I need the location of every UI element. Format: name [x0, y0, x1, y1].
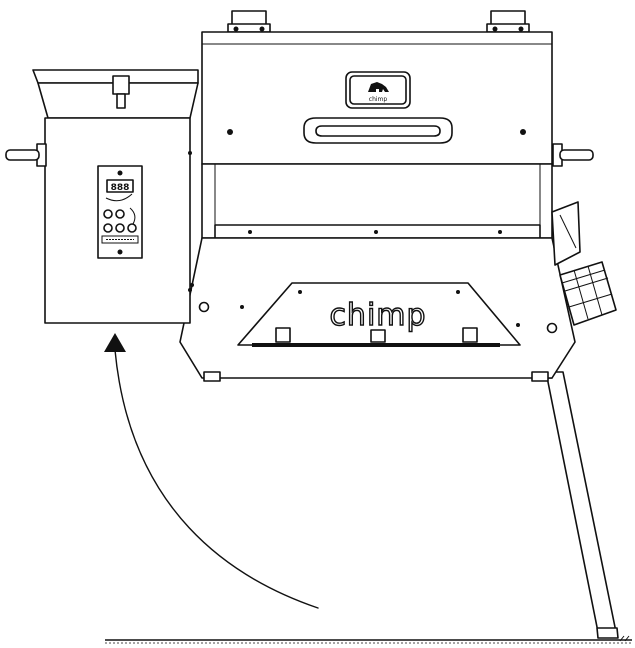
hopper-latch[interactable] [112, 75, 130, 109]
ground-line [105, 635, 632, 644]
side-shelf-bracket [551, 201, 581, 266]
controller-display: 888 [111, 183, 130, 193]
side-basket[interactable] [559, 261, 617, 326]
gorilla-logo-icon [368, 82, 389, 92]
lid-badge-text: chimp [369, 96, 388, 103]
side-handle-right[interactable] [552, 143, 594, 167]
lid-hinge-right [486, 10, 530, 33]
grill-barrel [201, 163, 553, 239]
grill-base: chimp [179, 230, 576, 382]
lid-badge: chimp [345, 71, 411, 109]
lid-handle[interactable] [303, 117, 453, 144]
lift-arrow [104, 333, 319, 609]
arrow-up-icon [104, 333, 126, 352]
folding-leg [537, 369, 619, 639]
controller-buttons[interactable] [103, 209, 137, 233]
grill-lid: chimp [201, 10, 553, 165]
side-handle-left[interactable] [5, 143, 47, 167]
lid-hinge-left [227, 10, 271, 33]
body-wordmark: chimp [329, 298, 426, 333]
controller-panel: 888 [97, 165, 143, 259]
